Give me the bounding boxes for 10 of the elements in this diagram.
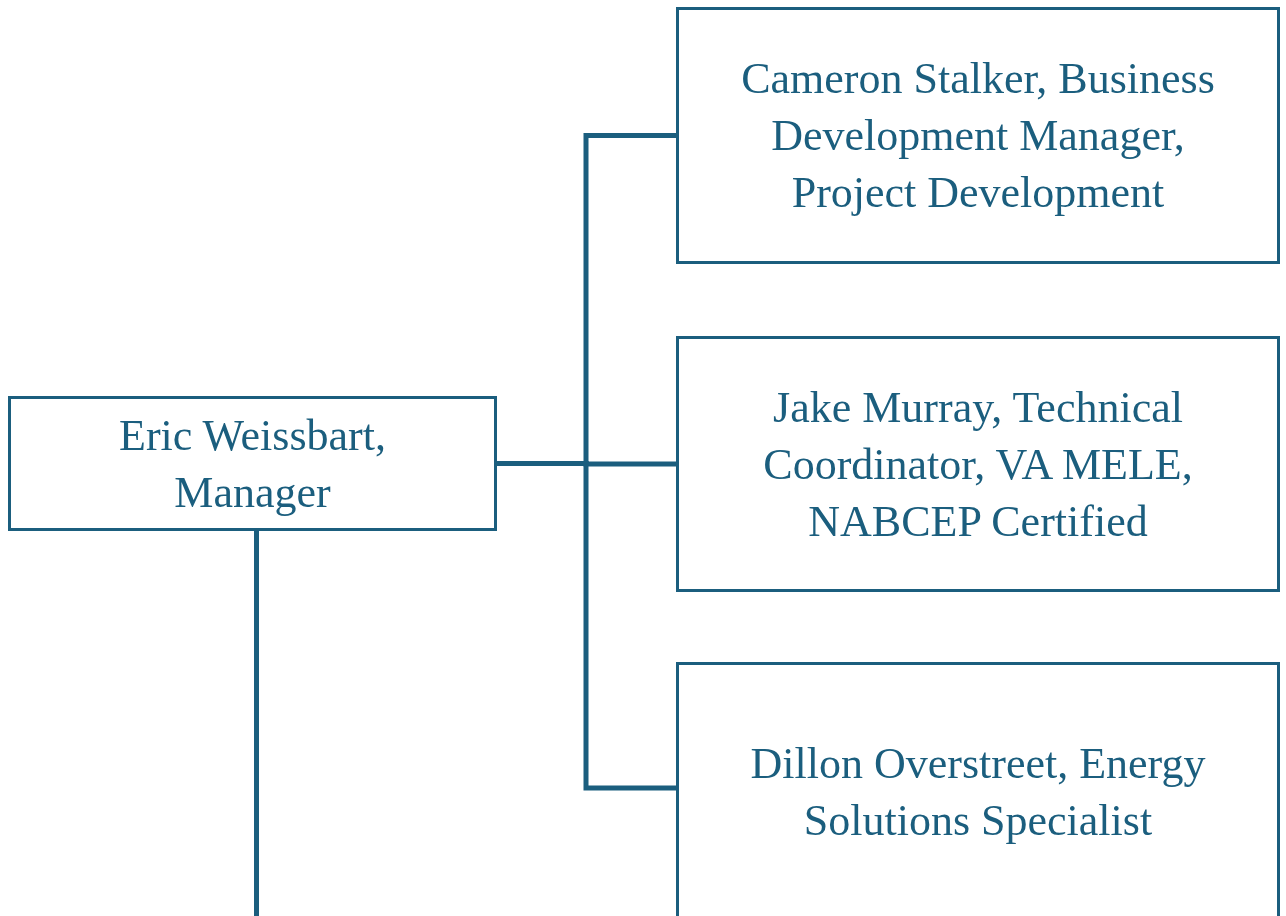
connector-line (254, 531, 259, 916)
org-box (8, 396, 497, 531)
org-box (676, 336, 1280, 592)
name-title-text: Dillon Overstreet, Energy Solutions Specialist (749, 738, 1207, 847)
name-title-text: Cameron Stalker, Business Development Manager, Project Development (740, 53, 1216, 219)
org-box (676, 662, 1280, 916)
name-title-text: Jake Murray, Technical Coordinator, VA MELE, NABCEP Certified (762, 381, 1194, 548)
org-box (676, 7, 1280, 264)
name-title-text: Eric Weissbart, Manager (118, 409, 387, 519)
connector-line (497, 461, 676, 791)
